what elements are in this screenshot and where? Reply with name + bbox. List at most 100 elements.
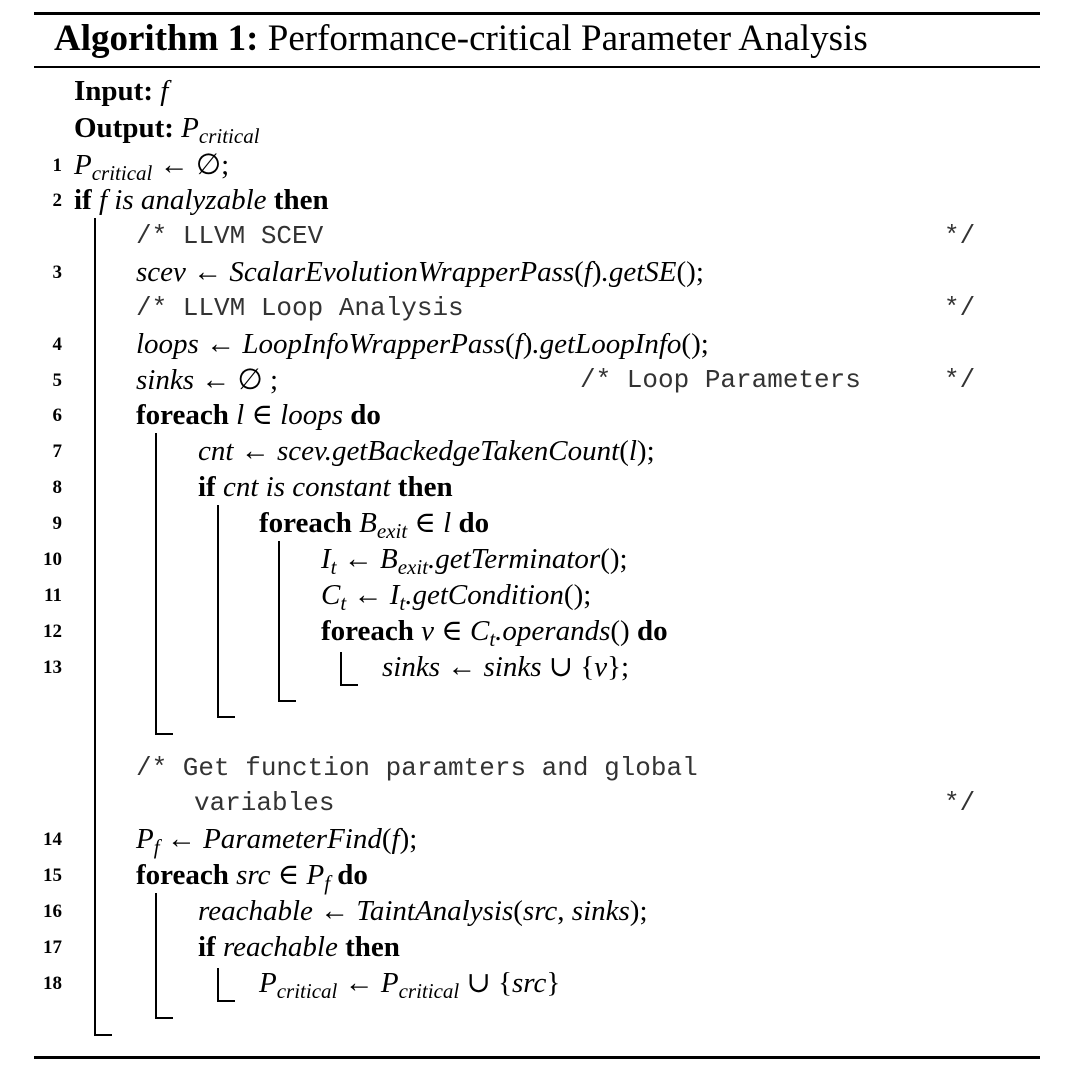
union: ∪ <box>548 651 574 683</box>
paren: ) <box>591 256 602 288</box>
line-number: 16 <box>43 901 62 922</box>
block-foreach-operands-end <box>340 684 358 686</box>
line-number: 3 <box>52 262 63 283</box>
code-statement: sinks ← ∅ ; <box>136 362 278 398</box>
sub-f: f <box>324 871 331 895</box>
union: ∪ <box>466 967 491 999</box>
code-statement: reachable ← TaintAnalysis(src, sinks); <box>198 893 648 929</box>
fn-taintanalysis: TaintAnalysis <box>356 895 514 927</box>
element-of: ∈ <box>277 859 300 891</box>
code-statement: if f is analyzable then <box>74 182 329 218</box>
var-v: v <box>421 615 435 647</box>
var-l: l <box>443 507 452 539</box>
algorithm-label: Algorithm 1: <box>54 18 259 59</box>
output-sub: critical <box>198 124 260 148</box>
var-b: B <box>359 507 377 539</box>
fn-getterminator: .getTerminator <box>428 543 601 575</box>
comment-close: */ <box>944 221 976 251</box>
fn-getbtc: .getBackedgeTakenCount <box>324 435 620 467</box>
var-i: I <box>389 579 400 611</box>
semicolon: ; <box>621 651 630 683</box>
line-number: 7 <box>52 441 63 462</box>
empty-set: ∅ <box>237 364 263 396</box>
title-rule <box>34 66 1040 68</box>
input-value: f <box>160 75 169 107</box>
var-f: f <box>391 823 400 855</box>
kw-foreach: foreach <box>136 399 229 431</box>
assign-arrow: ← <box>240 435 270 467</box>
line-number: 15 <box>43 865 62 886</box>
block-if-reachable-bar <box>217 968 219 1002</box>
semicolon: ; <box>270 364 279 396</box>
fn-liwp: LoopInfoWrapperPass <box>242 328 505 360</box>
code-statement: Pcritical ← Pcritical ∪ {src} <box>259 965 560 1003</box>
empty-set: ∅ <box>195 149 222 181</box>
assign-arrow: ← <box>353 579 383 611</box>
line-number: 14 <box>43 829 62 850</box>
var-b: B <box>380 543 398 575</box>
paren: ) <box>399 823 410 855</box>
block-if-reachable-end <box>217 1000 235 1002</box>
sub-critical: critical <box>398 979 460 1003</box>
var-loops: loops <box>280 399 344 431</box>
kw-then: then <box>397 471 453 503</box>
semicolon: ; <box>695 256 704 288</box>
block-if-constant-bar <box>217 505 219 718</box>
code-statement: if cnt is constant then <box>198 469 453 505</box>
fn-getcondition: .getCondition <box>405 579 564 611</box>
block-foreach-src-end <box>155 1017 173 1019</box>
input-line: Input: f <box>74 73 168 109</box>
line-number: 1 <box>52 155 63 176</box>
var-c: C <box>469 615 490 647</box>
assign-arrow: ← <box>343 543 373 575</box>
assign-arrow: ← <box>320 895 350 927</box>
code-statement: foreach l ∈ loops do <box>136 397 381 433</box>
block-foreach-operands-bar <box>340 652 342 686</box>
semicolon: ; <box>619 543 628 575</box>
assign-arrow: ← <box>201 364 231 396</box>
paren: ( <box>619 435 629 467</box>
code-statement: sinks ← sinks ∪ {v}; <box>382 649 629 685</box>
block-if-constant-end <box>217 716 235 718</box>
semicolon: ; <box>700 328 709 360</box>
fn-getloopinfo: .getLoopInfo <box>532 328 682 360</box>
algorithm-title: Algorithm 1: Performance-critical Parame… <box>54 16 868 62</box>
line-number: 12 <box>43 621 62 642</box>
kw-if: if <box>198 931 216 963</box>
line-number: 18 <box>43 973 62 994</box>
code-statement: if reachable then <box>198 929 400 965</box>
var-sinks: sinks <box>571 895 630 927</box>
code-statement: foreach v ∈ Ct.operands() do <box>321 613 668 650</box>
comment-text: variables <box>194 788 335 818</box>
var-l: l <box>628 435 637 467</box>
element-of: ∈ <box>441 615 463 647</box>
brace: { <box>498 967 512 999</box>
var-cnt: cnt <box>198 435 234 467</box>
assign-arrow: ← <box>166 823 196 855</box>
assign-arrow: ← <box>344 967 374 999</box>
sub-t: t <box>399 591 406 615</box>
var-f: f <box>514 328 523 360</box>
comment-text: /* LLVM SCEV <box>136 221 324 251</box>
var-i: I <box>321 543 331 575</box>
line-number: 2 <box>52 190 63 211</box>
kw-then: then <box>273 184 329 216</box>
semicolon: ; <box>583 579 592 611</box>
block-if-analyzable-end <box>94 1034 112 1036</box>
kw-foreach: foreach <box>136 859 229 891</box>
sub-t: t <box>340 591 347 615</box>
var-src: src <box>522 895 558 927</box>
fn-operands: .operands <box>495 615 611 647</box>
code-statement: Ct ← It.getCondition(); <box>321 577 592 615</box>
call-parens: () <box>610 615 630 647</box>
sub-exit: exit <box>376 519 408 543</box>
line-number: 10 <box>43 549 62 570</box>
line-number: 8 <box>52 477 63 498</box>
var-c: C <box>321 579 341 611</box>
sub-t: t <box>330 555 337 579</box>
input-label: Input: <box>74 75 153 107</box>
line-number: 4 <box>52 334 63 355</box>
paren: ) <box>629 895 640 927</box>
line-number: 17 <box>43 937 62 958</box>
assign-arrow: ← <box>206 328 236 360</box>
